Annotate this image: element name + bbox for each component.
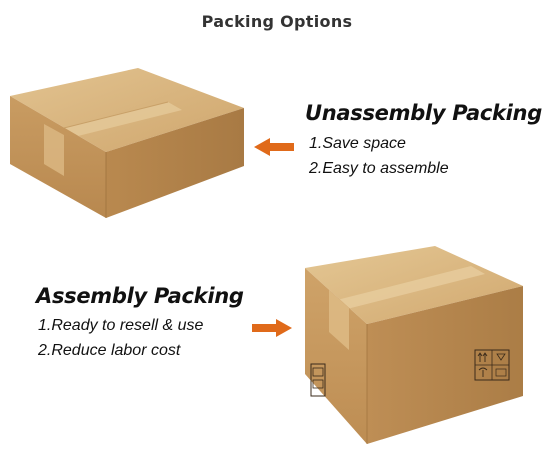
assembled-box-image — [305, 246, 523, 444]
assembly-point-1: 1.Ready to resell & use — [38, 317, 204, 334]
unassembly-point-2: 2.Easy to assemble — [309, 160, 449, 177]
unassembly-heading: Unassembly Packing — [305, 101, 542, 125]
assembly-point-2: 2.Reduce labor cost — [38, 342, 181, 359]
arrow-right-icon — [252, 319, 292, 337]
page-title: Packing Options — [201, 12, 353, 31]
arrow-left-icon — [254, 138, 294, 156]
assembly-heading: Assembly Packing — [36, 284, 244, 308]
unassembly-point-1: 1.Save space — [309, 135, 406, 152]
flat-box-image — [10, 68, 244, 218]
